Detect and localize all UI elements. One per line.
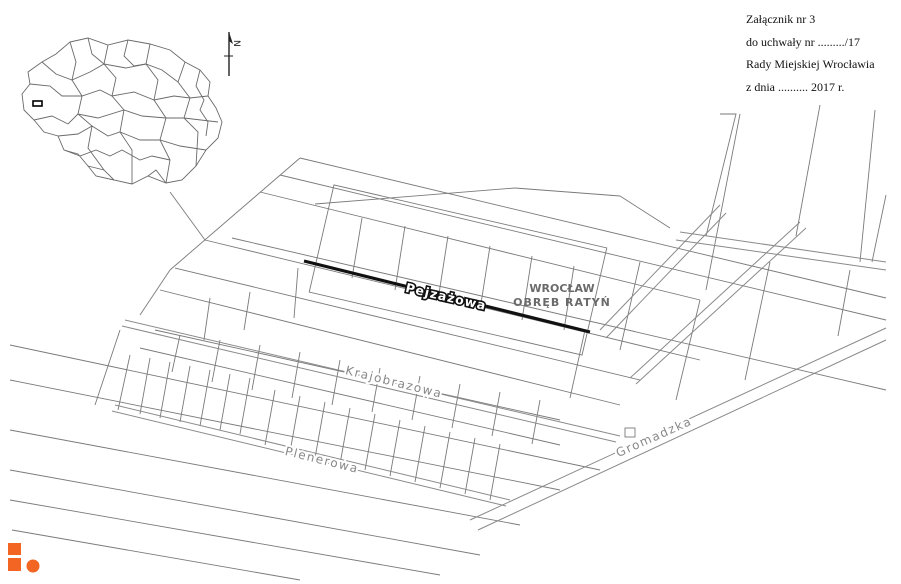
area-label-district: OBRĘB RATYŃ (513, 296, 611, 309)
resolution-date: z dnia .......... 2017 r. (746, 79, 845, 94)
city-logo (8, 543, 40, 573)
attachment-number: Załącznik nr 3 (746, 12, 816, 26)
highlighted-street-line (303, 259, 591, 334)
city-outline (21, 37, 223, 185)
city-locator-inset (21, 37, 223, 185)
small-building (624, 427, 636, 438)
highlighted-street-label: Pejzażowa (404, 280, 488, 313)
location-marker (32, 100, 43, 107)
attachment-header: Załącznik nr 3 do uchwały nr ........./1… (746, 8, 875, 98)
north-label: N (231, 40, 241, 47)
street-label-plenerowa: Plenerowa (284, 444, 361, 476)
road-casings (111, 204, 887, 531)
resolution-number: do uchwały nr ........./17 (746, 34, 860, 49)
area-label-city: WROCŁAW (529, 282, 594, 295)
council-name: Rady Miejskiej Wrocławia (746, 57, 875, 71)
parcel-boundaries (9, 104, 887, 581)
north-arrow-icon (224, 32, 233, 76)
